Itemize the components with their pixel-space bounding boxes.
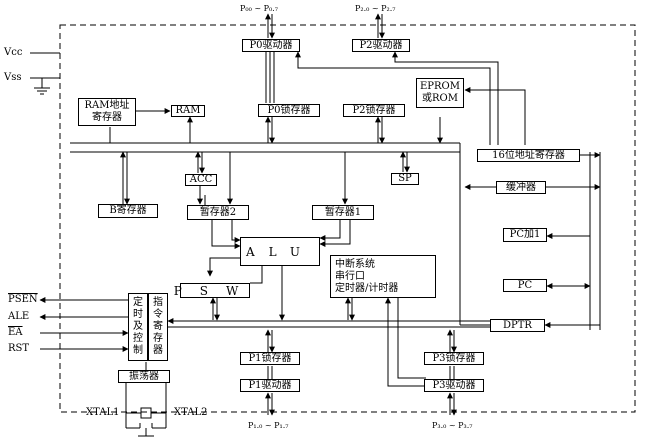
p0-latch: P0锁存器 bbox=[258, 104, 320, 117]
eprom-rom: EPROM 或ROM bbox=[416, 78, 464, 108]
p1-latch: P1锁存器 bbox=[240, 352, 300, 365]
pc-incrementer: PC加1 bbox=[503, 228, 547, 242]
interrupt-serial-timer: 中断系统 串行口 定时器/计时器 bbox=[330, 255, 436, 298]
sp-register: SP bbox=[391, 173, 419, 185]
program-counter: PC bbox=[503, 279, 547, 292]
psen-label: PSEN bbox=[8, 294, 38, 305]
xtal1-label: XTAL1 bbox=[86, 407, 120, 418]
p1-driver: P1驱动器 bbox=[240, 379, 300, 392]
p3-pin-arrow bbox=[450, 393, 454, 415]
p1-pins-label: P₁.₀ ~ P₁.₇ bbox=[248, 421, 289, 430]
ea-label: EA bbox=[8, 327, 23, 338]
p1-pin-arrow bbox=[268, 393, 272, 415]
crystal bbox=[140, 407, 152, 419]
p3-pins-label: P₃.₀ ~ P₃.₇ bbox=[432, 421, 473, 430]
temp-register-1: 暂存器1 bbox=[312, 205, 374, 220]
ram-address-register: RAM地址 寄存器 bbox=[78, 98, 136, 126]
p2-driver: P2驱动器 bbox=[352, 39, 410, 52]
address-register-16bit: 16位地址寄存器 bbox=[477, 149, 580, 162]
p2-pin-arrow bbox=[378, 14, 382, 38]
p3-driver: P3驱动器 bbox=[424, 379, 484, 392]
ale-label: ALE bbox=[8, 311, 30, 322]
rst-label: RST bbox=[8, 343, 30, 354]
ram: RAM bbox=[171, 105, 205, 117]
lower-bus bbox=[168, 321, 490, 328]
buffer: 缓冲器 bbox=[496, 181, 546, 194]
oscillator: 振荡器 bbox=[118, 370, 170, 383]
p2-pins-label: P₂.₀ ~ P₂.₇ bbox=[355, 4, 396, 13]
b-register: B寄存器 bbox=[98, 204, 158, 218]
p3-latch: P3锁存器 bbox=[424, 352, 484, 365]
acc-register: ACC bbox=[185, 174, 217, 186]
dptr-register: DPTR bbox=[490, 319, 545, 332]
xtal2-label: XTAL2 bbox=[174, 407, 208, 418]
p0-pins-label: P₀₀ ~ P₀.₇ bbox=[240, 4, 278, 13]
temp-register-2: 暂存器2 bbox=[187, 205, 249, 220]
psw-label: PSW bbox=[173, 283, 257, 298]
p2-latch: P2锁存器 bbox=[343, 104, 405, 117]
chip-outline bbox=[59, 24, 636, 413]
p0-driver: P0驱动器 bbox=[242, 39, 300, 52]
vcc-label: Vcc bbox=[4, 47, 23, 58]
p0-pin-arrow bbox=[268, 14, 272, 38]
vss-label: Vss bbox=[4, 72, 22, 83]
alu-label: ALU bbox=[245, 244, 315, 259]
alu: ALU bbox=[240, 237, 320, 266]
timing-control: 定 时 及 控 制 bbox=[128, 293, 148, 361]
psw-register: PSW bbox=[174, 283, 250, 298]
instruction-register: 指 令 寄 存 器 bbox=[148, 293, 168, 361]
